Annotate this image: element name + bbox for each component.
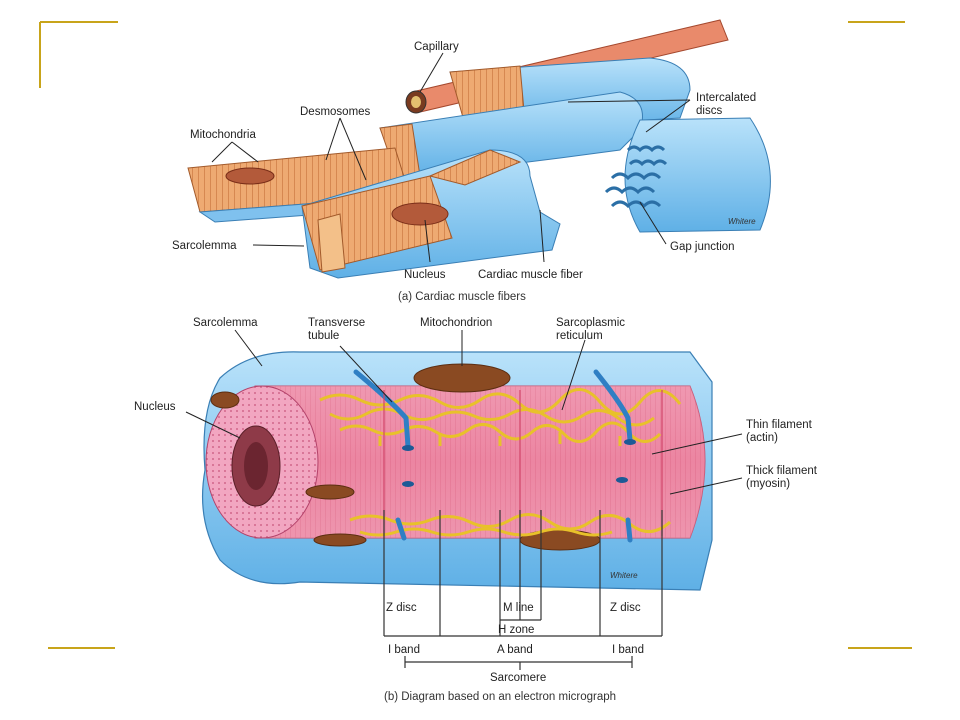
label-i-band-right: I band [612,644,644,656]
middle-fiber [379,91,643,179]
signature-a: Whitere [728,217,756,226]
signature-b: Whitere [610,571,638,580]
label-thick-filament-2: (myosin) [746,478,790,490]
label-transverse-tubule-2: tubule [308,330,339,342]
label-transverse-tubule-1: Transverse [308,317,365,329]
label-mitochondrion: Mitochondrion [420,317,492,329]
caption-a: (a) Cardiac muscle fibers [398,291,526,303]
label-nucleus-a: Nucleus [404,269,446,281]
label-intercalated-discs-1: Intercalated [696,92,756,104]
label-cardiac-muscle-fiber: Cardiac muscle fiber [478,269,583,281]
label-a-band: A band [497,644,533,656]
diagram-b-electron-micrograph: Whitere Sarcolemma Trans [134,317,818,703]
label-mitochondria: Mitochondria [190,129,256,141]
diagram-a-cardiac-fibers: Whitere Capillary Intercalated discs Des… [172,19,771,303]
caption-b: (b) Diagram based on an electron microgr… [384,691,616,703]
label-thick-filament-1: Thick filament [746,465,818,477]
label-sarcomere: Sarcomere [490,672,546,684]
label-gap-junction: Gap junction [670,241,735,253]
label-z-disc-right: Z disc [610,602,641,614]
label-sarcolemma-b: Sarcolemma [193,317,258,329]
slide-frame [39,21,912,649]
label-sarcolemma-a: Sarcolemma [172,240,237,252]
gap-junction-disc [604,145,668,209]
label-desmosomes: Desmosomes [300,106,371,118]
label-capillary: Capillary [414,41,459,53]
label-thin-filament-2: (actin) [746,432,778,444]
sarcomere-brackets [383,510,663,670]
label-nucleus-b: Nucleus [134,401,176,413]
label-thin-filament-1: Thin filament [746,419,813,431]
label-h-zone: H zone [498,624,534,636]
transverse-tubules [353,369,633,543]
label-m-line: M line [503,602,534,614]
label-intercalated-discs-2: discs [696,105,722,117]
label-sarcoplasmic-reticulum-2: reticulum [556,330,603,342]
label-z-disc-left: Z disc [386,602,417,614]
label-sarcoplasmic-reticulum-1: Sarcoplasmic [556,317,625,329]
label-i-band-left: I band [388,644,420,656]
